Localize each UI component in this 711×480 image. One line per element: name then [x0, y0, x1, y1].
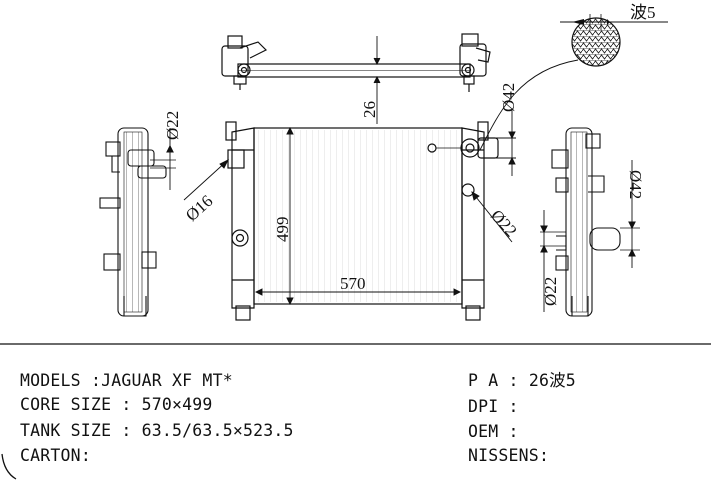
spec-core-size: CORE SIZE : 570×499 — [20, 395, 213, 414]
left-d22-label: Ø22 — [163, 111, 182, 140]
d22-mid-leader — [471, 191, 513, 243]
right-d42-label: Ø42 — [626, 170, 645, 199]
spec-panel: MODELS :JAGUAR XF MT* CORE SIZE : 570×49… — [0, 346, 711, 480]
radiator-technical-drawing: 26 波5 Ø22 — [0, 3, 711, 345]
dimension-570-label: 570 — [340, 274, 366, 293]
panel-corner — [1, 453, 17, 480]
spec-oem: OEM : — [468, 422, 519, 441]
d16-leader — [183, 158, 230, 201]
spec-dpi: DPI : — [468, 397, 519, 416]
spec-tank-size: TANK SIZE : 63.5/63.5×523.5 — [20, 421, 294, 440]
dimension-26-label: 26 — [360, 101, 379, 118]
d42-top-dim — [484, 110, 516, 176]
dimension-499 — [286, 126, 294, 306]
wave-label: 波5 — [630, 3, 656, 22]
d16-label: Ø16 — [182, 191, 216, 225]
spec-models: MODELS :JAGUAR XF MT* — [20, 371, 233, 390]
right-d22-label: Ø22 — [541, 277, 560, 306]
d22-mid-label: Ø22 — [487, 206, 521, 240]
top-view — [221, 33, 491, 92]
d42-top-label: Ø42 — [499, 83, 518, 112]
left-side-view — [99, 127, 176, 317]
right-side-view — [540, 127, 640, 317]
spec-pa: P A : 26波5 — [468, 371, 576, 390]
dimension-26 — [373, 36, 381, 124]
fin-detail — [479, 14, 668, 151]
dimension-499-label: 499 — [273, 217, 292, 243]
spec-carton: CARTON: — [20, 446, 91, 465]
spec-nissens: NISSENS: — [468, 446, 550, 465]
dimension-570 — [254, 288, 462, 296]
